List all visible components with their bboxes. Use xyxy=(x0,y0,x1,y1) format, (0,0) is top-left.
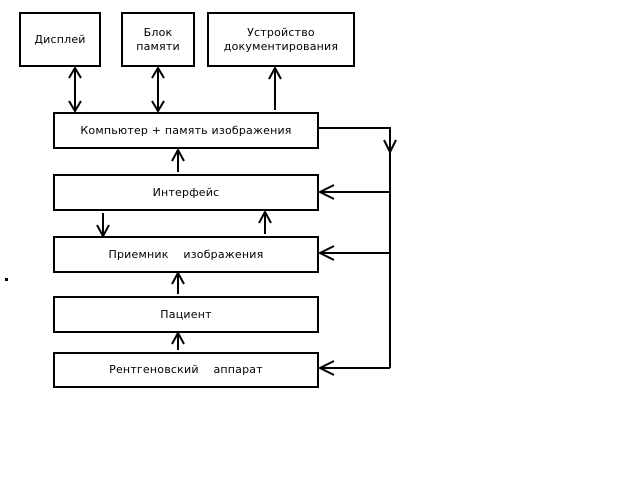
node-memory-unit-label-line2: памяти xyxy=(136,39,180,53)
connector-patient-receiver xyxy=(171,270,185,294)
connector-memory-computer xyxy=(151,66,165,113)
connector-interface-computer xyxy=(171,147,185,172)
node-memory-unit-label-line1: Блок xyxy=(143,25,173,39)
node-xray-machine[interactable]: Рентгеновский аппарат xyxy=(53,352,319,388)
connector-receiver-interface xyxy=(258,209,272,234)
node-xray-machine-label: Рентгеновский аппарат xyxy=(109,363,263,376)
node-image-receiver[interactable]: Приемник изображения xyxy=(53,236,319,273)
node-computer[interactable]: Компьютер + память изображения xyxy=(53,112,319,149)
connector-documentation-computer xyxy=(268,65,282,110)
node-memory-unit[interactable]: Блок памяти xyxy=(121,12,195,67)
connector-interface-receiver xyxy=(96,213,110,239)
node-documentation-device[interactable]: Устройство документирования xyxy=(207,12,355,67)
node-patient-label: Пациент xyxy=(160,307,212,321)
node-documentation-device-label-line1: Устройство xyxy=(247,25,315,39)
node-interface[interactable]: Интерфейс xyxy=(53,174,319,211)
connector-xray-patient xyxy=(171,330,185,350)
connector-control-bus xyxy=(317,127,397,376)
node-documentation-device-label-line2: документирования xyxy=(223,39,339,53)
node-display-label: Дисплей xyxy=(34,32,86,46)
node-interface-label: Интерфейс xyxy=(152,185,220,199)
node-patient[interactable]: Пациент xyxy=(53,296,319,333)
node-image-receiver-label: Приемник изображения xyxy=(108,247,264,261)
stray-dot-artifact xyxy=(5,278,8,281)
connector-display-computer xyxy=(68,66,82,113)
node-computer-label: Компьютер + память изображения xyxy=(80,123,292,137)
node-display[interactable]: Дисплей xyxy=(19,12,101,67)
